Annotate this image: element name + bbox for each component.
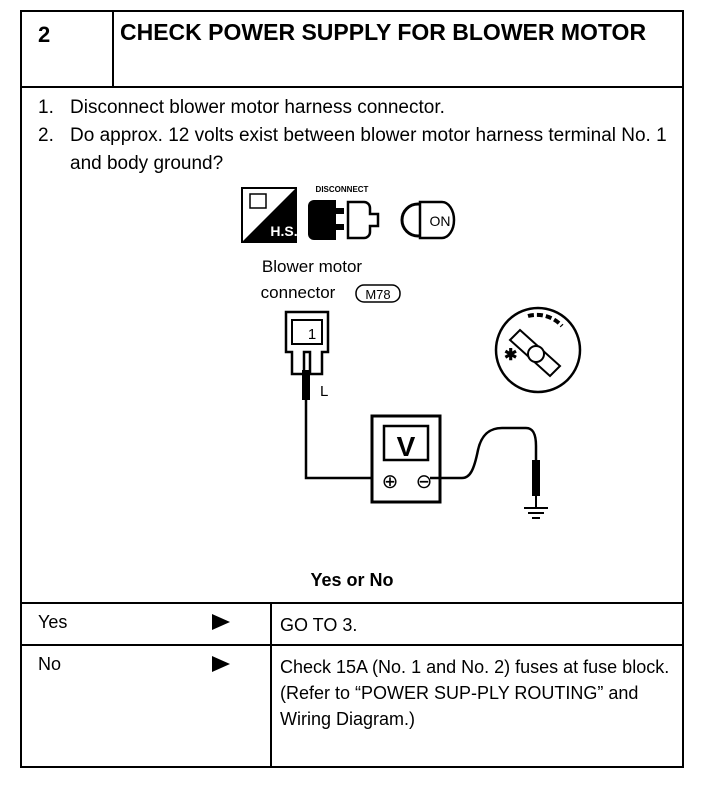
- arrow-right-icon: [212, 656, 230, 672]
- wire-positive: [304, 400, 386, 480]
- ground-icon: [524, 496, 548, 519]
- step-number: 2: [22, 12, 114, 86]
- harness-connector: 1: [284, 310, 330, 376]
- step-header: 2 CHECK POWER SUPPLY FOR BLOWER MOTOR: [22, 12, 682, 88]
- fan-switch-knob-icon: ✱: [494, 306, 582, 394]
- connector-id: M78: [365, 287, 390, 302]
- result-row-yes: Yes GO TO 3.: [22, 602, 682, 644]
- instruction-number: 2.: [38, 125, 54, 146]
- arrow-right-icon: [212, 614, 230, 630]
- ignition-key-on-icon: ON: [400, 200, 456, 240]
- instructions: 1. Disconnect blower motor harness conne…: [38, 94, 668, 178]
- wire-color-label: L: [320, 383, 328, 400]
- hs-icon: H.S.: [241, 187, 298, 243]
- result-row-no: No Check 15A (No. 1 and No. 2) fuses at …: [22, 644, 682, 768]
- voltmeter-icon: V ⊕ ⊖: [370, 414, 442, 504]
- step-title: CHECK POWER SUPPLY FOR BLOWER MOTOR: [120, 19, 647, 45]
- connector-caption-line1: Blower motor: [262, 257, 362, 276]
- wire-negative: [430, 426, 538, 480]
- meter-minus: ⊖: [416, 471, 433, 493]
- instruction-text: Disconnect blower motor harness connecto…: [70, 97, 445, 118]
- instruction-item: 2. Do approx. 12 volts exist between blo…: [38, 122, 668, 178]
- connector-id-badge: M78: [355, 284, 401, 303]
- hs-label: H.S.: [270, 223, 297, 239]
- probe-negative: [532, 460, 540, 496]
- wiring-diagram: H.S. DISCONNECT ON Blower motor connecto…: [241, 185, 582, 519]
- terminal-number: 1: [308, 326, 316, 343]
- action-text: GO TO 3.: [270, 604, 682, 644]
- connector-caption-line2: connector: [261, 283, 336, 302]
- procedure-frame: 2 CHECK POWER SUPPLY FOR BLOWER MOTOR 1.…: [20, 10, 684, 768]
- disconnect-connector-icon: DISCONNECT: [308, 185, 380, 240]
- answer-label: No: [38, 654, 62, 674]
- instruction-item: 1. Disconnect blower motor harness conne…: [38, 94, 668, 122]
- yes-no-question: Yes or No: [310, 570, 394, 590]
- disconnect-label: DISCONNECT: [316, 185, 369, 194]
- action-text: Check 15A (No. 1 and No. 2) fuses at fus…: [270, 646, 682, 768]
- meter-plus: ⊕: [382, 471, 399, 493]
- meter-label: V: [397, 431, 416, 462]
- answer-label: Yes: [38, 612, 68, 632]
- key-on-label: ON: [430, 213, 451, 229]
- instruction-number: 1.: [38, 97, 54, 118]
- instruction-text: Do approx. 12 volts exist between blower…: [70, 125, 667, 174]
- svg-text:✱: ✱: [504, 347, 517, 364]
- probe-positive: [302, 370, 310, 400]
